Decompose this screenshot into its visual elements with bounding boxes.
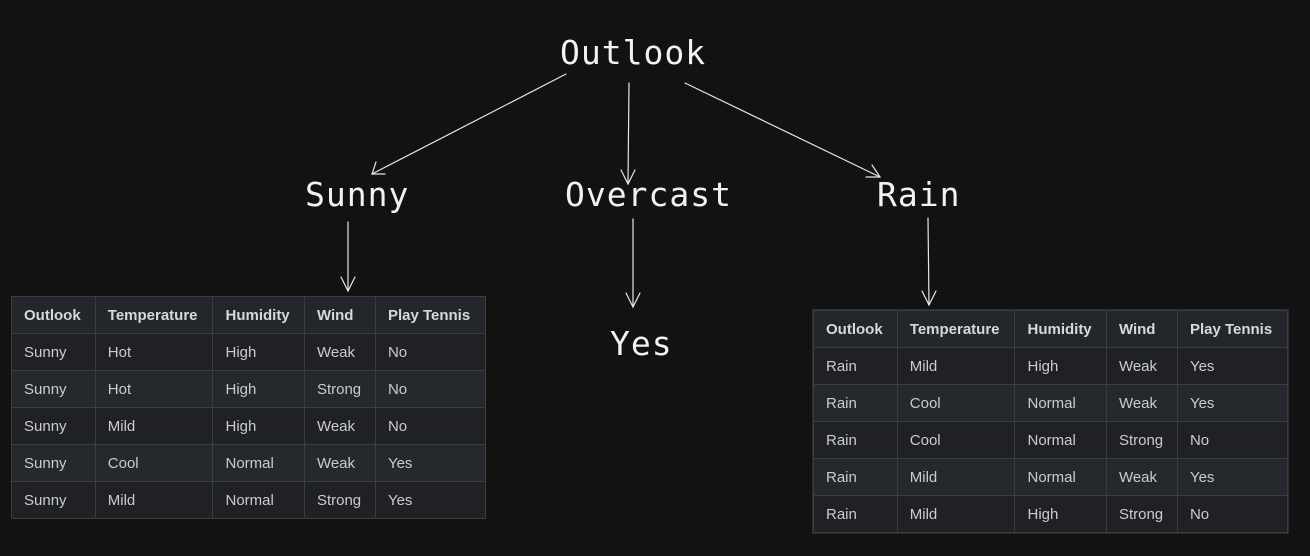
table-cell: Normal [1014, 458, 1107, 496]
table-row: Sunny Mild Normal Strong Yes [11, 481, 487, 519]
table-cell: Normal [212, 481, 305, 519]
column-header: Temperature [94, 296, 214, 334]
table-cell: Rain [813, 495, 898, 533]
table-cell: Weak [303, 407, 376, 445]
column-header: Wind [303, 296, 376, 334]
node-overcast: Overcast [565, 175, 732, 214]
table-header-row: Outlook Temperature Humidity Wind Play T… [11, 296, 487, 334]
leaf-yes: Yes [610, 324, 673, 363]
column-header: Play Tennis [374, 296, 487, 334]
table-cell: High [1014, 347, 1107, 385]
table-cell: Cool [896, 421, 1016, 459]
column-header: Humidity [212, 296, 305, 334]
column-header: Outlook [11, 296, 96, 334]
table-cell: Weak [1105, 458, 1178, 496]
table-row: Sunny Cool Normal Weak Yes [11, 444, 487, 482]
table-cell: No [374, 370, 487, 408]
rain-data-table: Outlook Temperature Humidity Wind Play T… [813, 310, 1289, 533]
table-cell: Cool [896, 384, 1016, 422]
table-row: Rain Mild High Weak Yes [813, 347, 1289, 385]
table-cell: Sunny [11, 481, 96, 519]
table-cell: High [1014, 495, 1107, 533]
node-sunny: Sunny [305, 175, 410, 214]
table-cell: Weak [1105, 384, 1178, 422]
table-cell: Yes [1176, 384, 1289, 422]
table-cell: Yes [1176, 458, 1289, 496]
column-header: Temperature [896, 310, 1016, 348]
table-cell: No [374, 333, 487, 371]
table-header-row: Outlook Temperature Humidity Wind Play T… [813, 310, 1289, 348]
table-cell: Hot [94, 370, 214, 408]
table-cell: Rain [813, 347, 898, 385]
table-cell: High [212, 333, 305, 371]
node-outlook: Outlook [560, 33, 707, 72]
table-cell: Weak [303, 444, 376, 482]
table-cell: Rain [813, 458, 898, 496]
column-header: Outlook [813, 310, 898, 348]
table-row: Rain Mild High Strong No [813, 495, 1289, 533]
table-cell: Mild [896, 458, 1016, 496]
table-cell: Normal [212, 444, 305, 482]
table-row: Sunny Hot High Weak No [11, 333, 487, 371]
table-row: Sunny Mild High Weak No [11, 407, 487, 445]
table-cell: Hot [94, 333, 214, 371]
table-cell: Rain [813, 384, 898, 422]
sunny-data-table: Outlook Temperature Humidity Wind Play T… [11, 296, 487, 519]
table-row: Rain Mild Normal Weak Yes [813, 458, 1289, 496]
table-cell: No [1176, 421, 1289, 459]
node-rain: Rain [877, 175, 961, 214]
table-row: Rain Cool Normal Weak Yes [813, 384, 1289, 422]
column-header: Wind [1105, 310, 1178, 348]
table-cell: Cool [94, 444, 214, 482]
table-cell: High [212, 370, 305, 408]
table-cell: Mild [896, 495, 1016, 533]
table-cell: No [374, 407, 487, 445]
table-cell: Yes [1176, 347, 1289, 385]
table-cell: Normal [1014, 421, 1107, 459]
table-cell: Yes [374, 481, 487, 519]
column-header: Play Tennis [1176, 310, 1289, 348]
table-cell: Strong [1105, 495, 1178, 533]
table-row: Sunny Hot High Strong No [11, 370, 487, 408]
table-cell: Strong [1105, 421, 1178, 459]
table-cell: Sunny [11, 370, 96, 408]
table-row: Rain Cool Normal Strong No [813, 421, 1289, 459]
table-cell: Mild [94, 481, 214, 519]
table-cell: Weak [1105, 347, 1178, 385]
column-header: Humidity [1014, 310, 1107, 348]
table-cell: Mild [896, 347, 1016, 385]
table-cell: Sunny [11, 444, 96, 482]
table-cell: Yes [374, 444, 487, 482]
table-cell: Strong [303, 481, 376, 519]
table-cell: High [212, 407, 305, 445]
table-cell: No [1176, 495, 1289, 533]
table-cell: Mild [94, 407, 214, 445]
table-cell: Weak [303, 333, 376, 371]
table-cell: Normal [1014, 384, 1107, 422]
table-cell: Sunny [11, 333, 96, 371]
table-cell: Sunny [11, 407, 96, 445]
table-cell: Strong [303, 370, 376, 408]
table-cell: Rain [813, 421, 898, 459]
